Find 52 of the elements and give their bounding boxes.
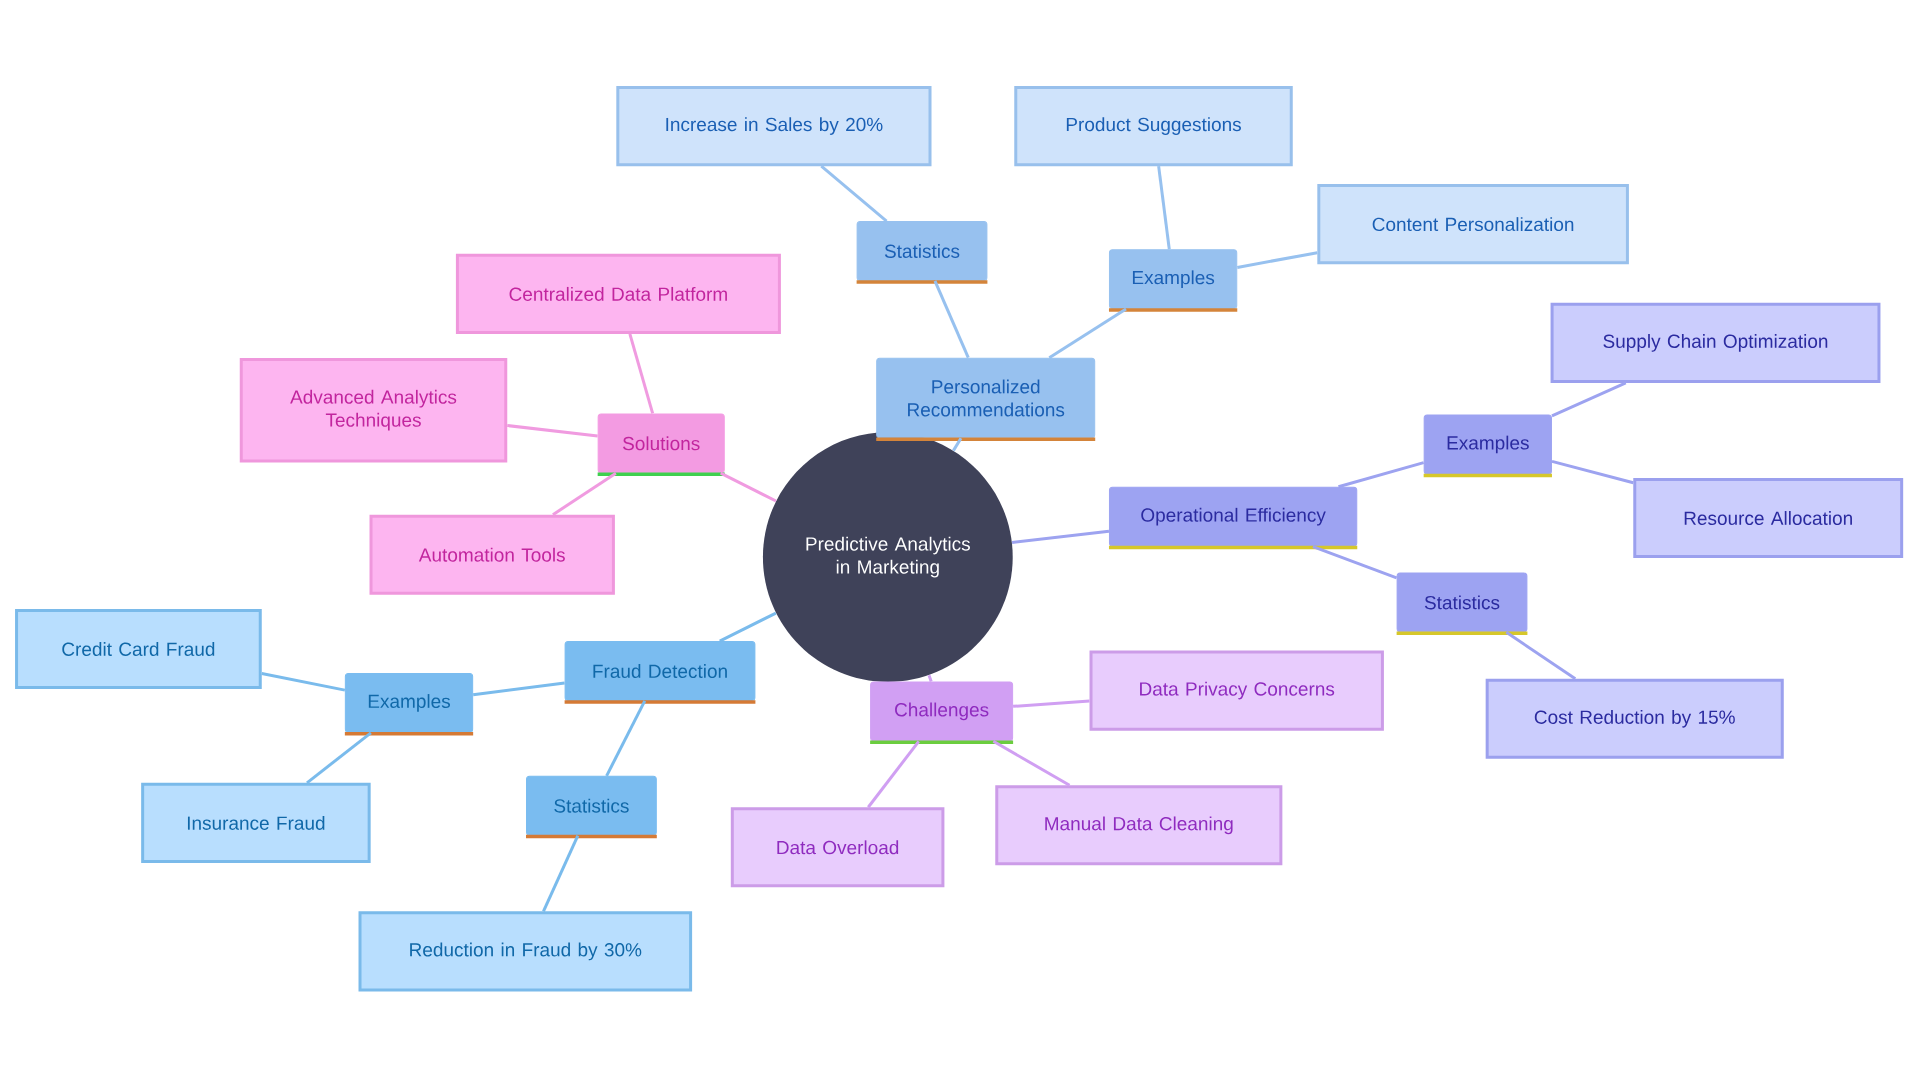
- connector-line: [552, 471, 617, 516]
- detail-box: Insurance Fraud: [141, 782, 371, 863]
- connector-line: [542, 835, 580, 912]
- connector-line: [261, 672, 346, 692]
- topic-box: Fraud Detection: [564, 641, 756, 704]
- topic-box: Challenges: [870, 681, 1014, 745]
- connector-line: [1157, 165, 1171, 250]
- connector-line: [719, 471, 777, 503]
- topic-box: Examples: [1423, 414, 1552, 478]
- connector-line: [1338, 461, 1425, 489]
- connector-line: [1013, 699, 1090, 708]
- connector-line: [952, 437, 963, 452]
- connector-line: [1505, 631, 1577, 680]
- connector-line: [867, 740, 920, 809]
- connector-line: [933, 280, 970, 359]
- topic-box: Examples: [1108, 249, 1238, 312]
- topic-box: Personalized Recommendations: [876, 357, 1096, 442]
- detail-box: Data Privacy Concerns: [1089, 650, 1384, 731]
- topic-box: Statistics: [526, 775, 657, 839]
- connector-line: [472, 681, 565, 697]
- connector-line: [719, 611, 777, 643]
- topic-box: Statistics: [856, 221, 988, 284]
- connector-line: [927, 674, 933, 682]
- detail-box: Reduction in Fraud by 30%: [358, 911, 693, 992]
- connector-line: [820, 165, 888, 223]
- connector-line: [1011, 529, 1110, 545]
- detail-box: Supply Chain Optimization: [1550, 302, 1881, 383]
- detail-box: Manual Data Cleaning: [995, 785, 1283, 866]
- detail-box: Centralized Data Platform: [455, 253, 781, 334]
- detail-box: Content Personalization: [1317, 184, 1629, 265]
- detail-box: Cost Reduction by 15%: [1485, 678, 1784, 759]
- connector-line: [992, 740, 1071, 787]
- topic-box: Examples: [344, 673, 474, 736]
- topic-box: Operational Efficiency: [1108, 486, 1358, 550]
- connector-line: [1551, 381, 1627, 418]
- connector-line: [1048, 307, 1127, 359]
- connector-line: [507, 424, 598, 438]
- detail-box: Resource Allocation: [1633, 477, 1904, 559]
- connector-line: [605, 700, 647, 777]
- detail-box: Automation Tools: [369, 514, 615, 595]
- detail-box: Product Suggestions: [1014, 86, 1293, 167]
- connector-line: [628, 333, 655, 414]
- connector-line: [1312, 545, 1398, 580]
- detail-box: Increase in Sales by 20%: [616, 86, 932, 167]
- detail-box: Credit Card Fraud: [15, 608, 262, 690]
- topic-box: Solutions: [597, 413, 725, 476]
- detail-box: Advanced Analytics Techniques: [239, 357, 508, 463]
- topic-box: Statistics: [1396, 572, 1528, 636]
- detail-box: Data Overload: [730, 807, 945, 888]
- connector-line: [1237, 251, 1318, 269]
- connector-line: [1551, 459, 1634, 485]
- connector-line: [306, 731, 372, 785]
